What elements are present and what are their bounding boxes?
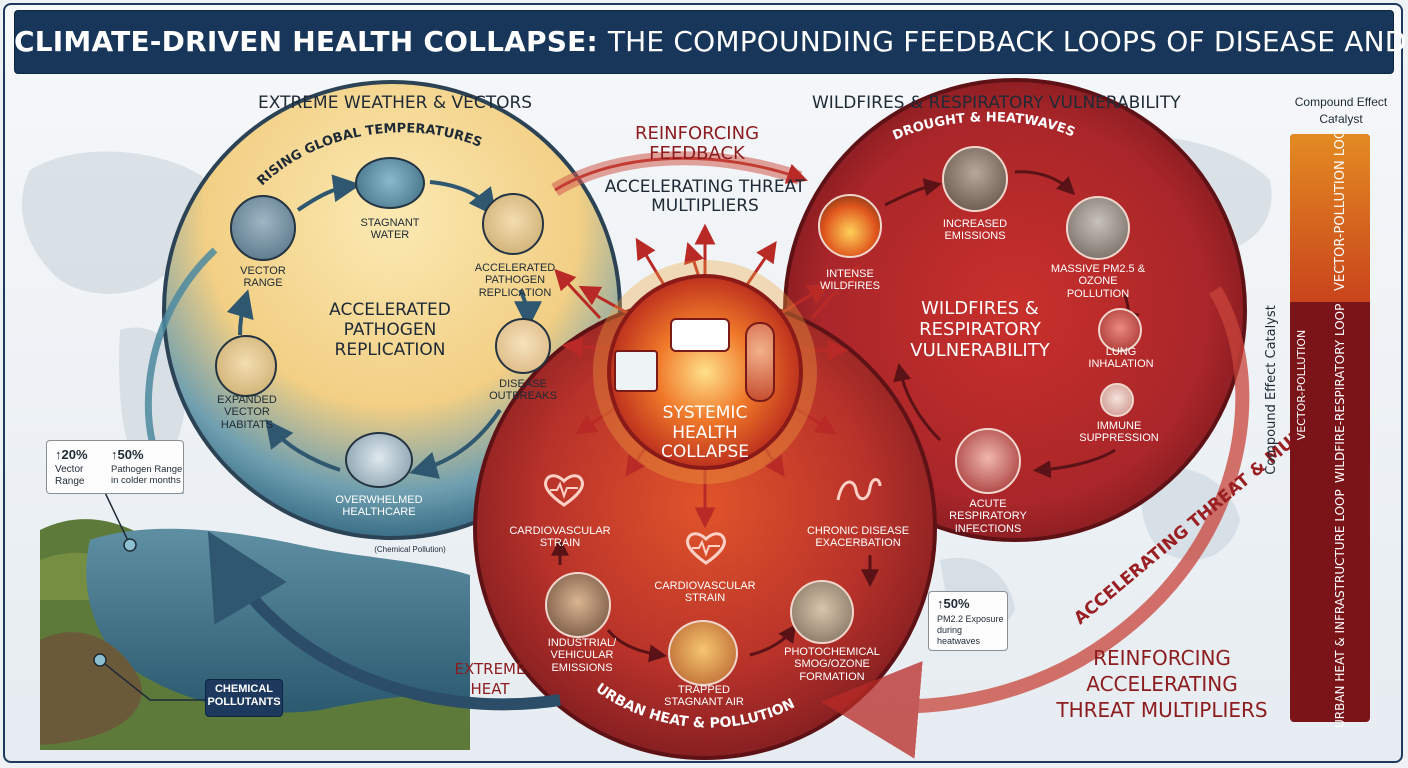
pathogen-icon [495,318,551,374]
left-stat-box: ↑20% Vector Range ↑50% Pathogen Range in… [46,440,184,494]
left-stat-label-1: Vector Range [55,464,85,487]
cardio-left-node: CARDIOVASCULAR STRAIN [509,525,611,550]
right-stat-value: ↑50% [937,596,970,611]
increased-emissions-node: INCREASED EMISSIONS [942,218,1008,243]
left-loop-center: ACCELERATED PATHOGEN REPLICATION [329,300,451,361]
ambulance-icon [670,318,730,352]
acute-respiratory-node: ACUTE RESPIRATORY INFECTIONS [949,498,1027,535]
stagnant-water-icon [355,157,425,209]
stagnant-water-node: STAGNANT WATER [360,217,420,242]
left-loop-arrows [226,174,542,479]
sidebar-loop2: WILDFIRE-RESPIRATORY LOOP [1333,303,1347,483]
city-smog-icon [668,620,738,686]
left-stat-value-1: ↑20% [55,447,88,462]
lungs-icon [1098,308,1142,352]
accelerating-threat-label: ACCELERATING THREAT MULTIPLIERS [604,177,806,217]
heart-icon-center [684,530,728,566]
cardio-center-node: CARDIOVASCULAR STRAIN [654,580,756,605]
disease-outbreaks-node: DISEASE OUTBREAKS [489,378,557,403]
core-label: SYSTEMIC HEALTH COLLAPSE [661,403,749,463]
chronic-disease-icon [832,470,886,510]
right-loop-arrows [884,170,1140,479]
tick-icon [215,335,277,397]
left-stat-label-2: Pathogen Range in colder months [111,464,183,487]
core-hospital-icon [614,350,658,392]
chemical-pollution-note: (Chemical Pollution) [374,545,446,554]
human-body-icon [745,322,775,402]
heart-icon-left [542,472,586,508]
inhaler-icon [955,428,1021,494]
page-title: CLIMATE-DRIVEN HEALTH COLLAPSE: THE COMP… [14,10,1408,74]
title-banner [14,10,1394,74]
sidebar-top-segment [1290,134,1370,302]
sidebar-loop3: URBAN HEAT & INFRASTRUCTURE LOOP [1333,489,1347,728]
immune-suppression-node: IMMUNE SUPPRESSION [1079,420,1159,445]
right-section-title: WILDFIRES & RESPIRATORY VULNERABILITY [812,93,1181,113]
storm-cloud-icon [230,195,296,261]
hospital-icon [345,432,413,488]
bottom-right-label: REINFORCING ACCELERATING THREAT MULTIPLI… [1056,646,1268,722]
sidebar-loop1: VECTOR-POLLUTION LOOP [1333,121,1348,291]
sidebar-header: Compound Effect Catalyst [1294,95,1388,126]
pollution-cloud-icon [1066,196,1130,260]
right-stat-label: PM2.2 Exposure during heatwaves [937,614,1004,646]
intense-wildfires-node: INTENSE WILDFIRES [820,268,880,293]
factory-icon [545,572,611,638]
smokestack-icon [942,146,1008,212]
title-subtitle: THE COMPOUNDING FEEDBACK LOOPS OF DISEAS… [607,25,1408,58]
left-section-title: EXTREME WEATHER & VECTORS [258,93,533,113]
sidebar-vertical-label: Compound Effect Catalyst [1264,305,1279,475]
bottom-loop-arrows [551,537,879,663]
lung-inhalation-node: LUNG INHALATION [1088,346,1154,371]
industrial-node: INDUSTRIAL/ VEHICULAR EMISSIONS [547,637,617,674]
sidebar-panel [1290,134,1370,722]
pathogen-replication-node: ACCELERATED PATHOGEN REPLICATION [474,262,556,299]
wildfire-icon [818,194,882,258]
right-stat-box: ↑50% PM2.2 Exposure during heatwaves [928,591,1008,651]
sidebar-side-loop1: VECTOR-POLLUTION [1295,329,1308,441]
right-loop-center: WILDFIRES & RESPIRATORY VULNERABILITY [910,298,1050,362]
pm-ozone-node: MASSIVE PM2.5 & OZONE POLLUTION [1050,263,1146,300]
overwhelmed-healthcare-node: OVERWHELMED HEALTHCARE [335,494,423,519]
trapped-air-node: TRAPPED STAGNANT AIR [664,684,744,709]
smog-icon [790,580,854,644]
expanded-habitats-node: EXPANDED VECTOR HABITATS [217,394,277,431]
chemical-pollutants-label: CHEMICAL POLLUTANTS [205,679,283,717]
extreme-heat-label: EXTREME HEAT [454,660,526,698]
title-main: CLIMATE-DRIVEN HEALTH COLLAPSE: [14,25,598,58]
reinforcing-feedback-label: REINFORCING FEEDBACK [634,123,760,165]
chronic-disease-node: CHRONIC DISEASE EXACERBATION [806,525,910,550]
medicine-icon [1100,383,1134,417]
mosquito-icon [482,193,544,255]
smog-node: PHOTOCHEMICAL SMOG/OZONE FORMATION [784,646,880,683]
vector-range-node: VECTOR RANGE [240,265,286,290]
left-stat-value-2: ↑50% [111,447,144,462]
